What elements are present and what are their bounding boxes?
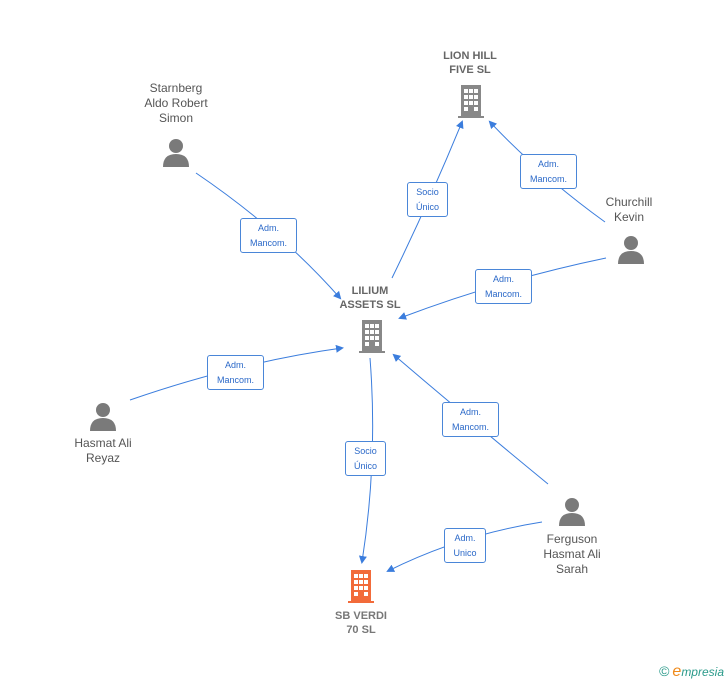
edge-label-lilium-sbverdi[interactable]: Socio Único — [345, 441, 386, 476]
person-label-ferguson[interactable]: Ferguson Hasmat Ali Sarah — [543, 532, 601, 576]
edge-label-ferguson-lilium[interactable]: Adm. Mancom. — [442, 402, 499, 437]
edge-label-churchill-lilium[interactable]: Adm. Mancom. — [475, 269, 532, 304]
company-label-lion-hill[interactable]: LION HILL FIVE SL — [443, 50, 497, 76]
person-icon[interactable] — [161, 137, 191, 167]
building-icon[interactable] — [357, 319, 387, 353]
person-label-hasmat[interactable]: Hasmat Ali Reyaz — [74, 436, 132, 465]
building-icon[interactable] — [456, 84, 486, 118]
person-label-starnberg[interactable]: Starnberg Aldo Robert Simon — [144, 81, 208, 125]
edge-label-hasmat-lilium[interactable]: Adm. Mancom. — [207, 355, 264, 390]
building-icon-focus[interactable] — [346, 569, 376, 603]
person-icon[interactable] — [88, 401, 118, 431]
copyright-icon: © — [659, 663, 670, 679]
edge-label-ferguson-sbverdi[interactable]: Adm. Unico — [444, 528, 486, 563]
edge-label-starnberg-lilium[interactable]: Adm. Mancom. — [240, 218, 297, 253]
person-icon[interactable] — [616, 234, 646, 264]
edge-label-lilium-lionhill[interactable]: Socio Único — [407, 182, 448, 217]
company-label-sb-verdi[interactable]: SB VERDI 70 SL — [335, 610, 387, 636]
person-icon[interactable] — [557, 496, 587, 526]
brand-logo: ©empresia — [659, 663, 724, 680]
company-label-lilium[interactable]: LILIUM ASSETS SL — [339, 285, 401, 311]
person-label-churchill[interactable]: Churchill Kevin — [605, 195, 653, 224]
edge-label-churchill-lionhill[interactable]: Adm. Mancom. — [520, 154, 577, 189]
